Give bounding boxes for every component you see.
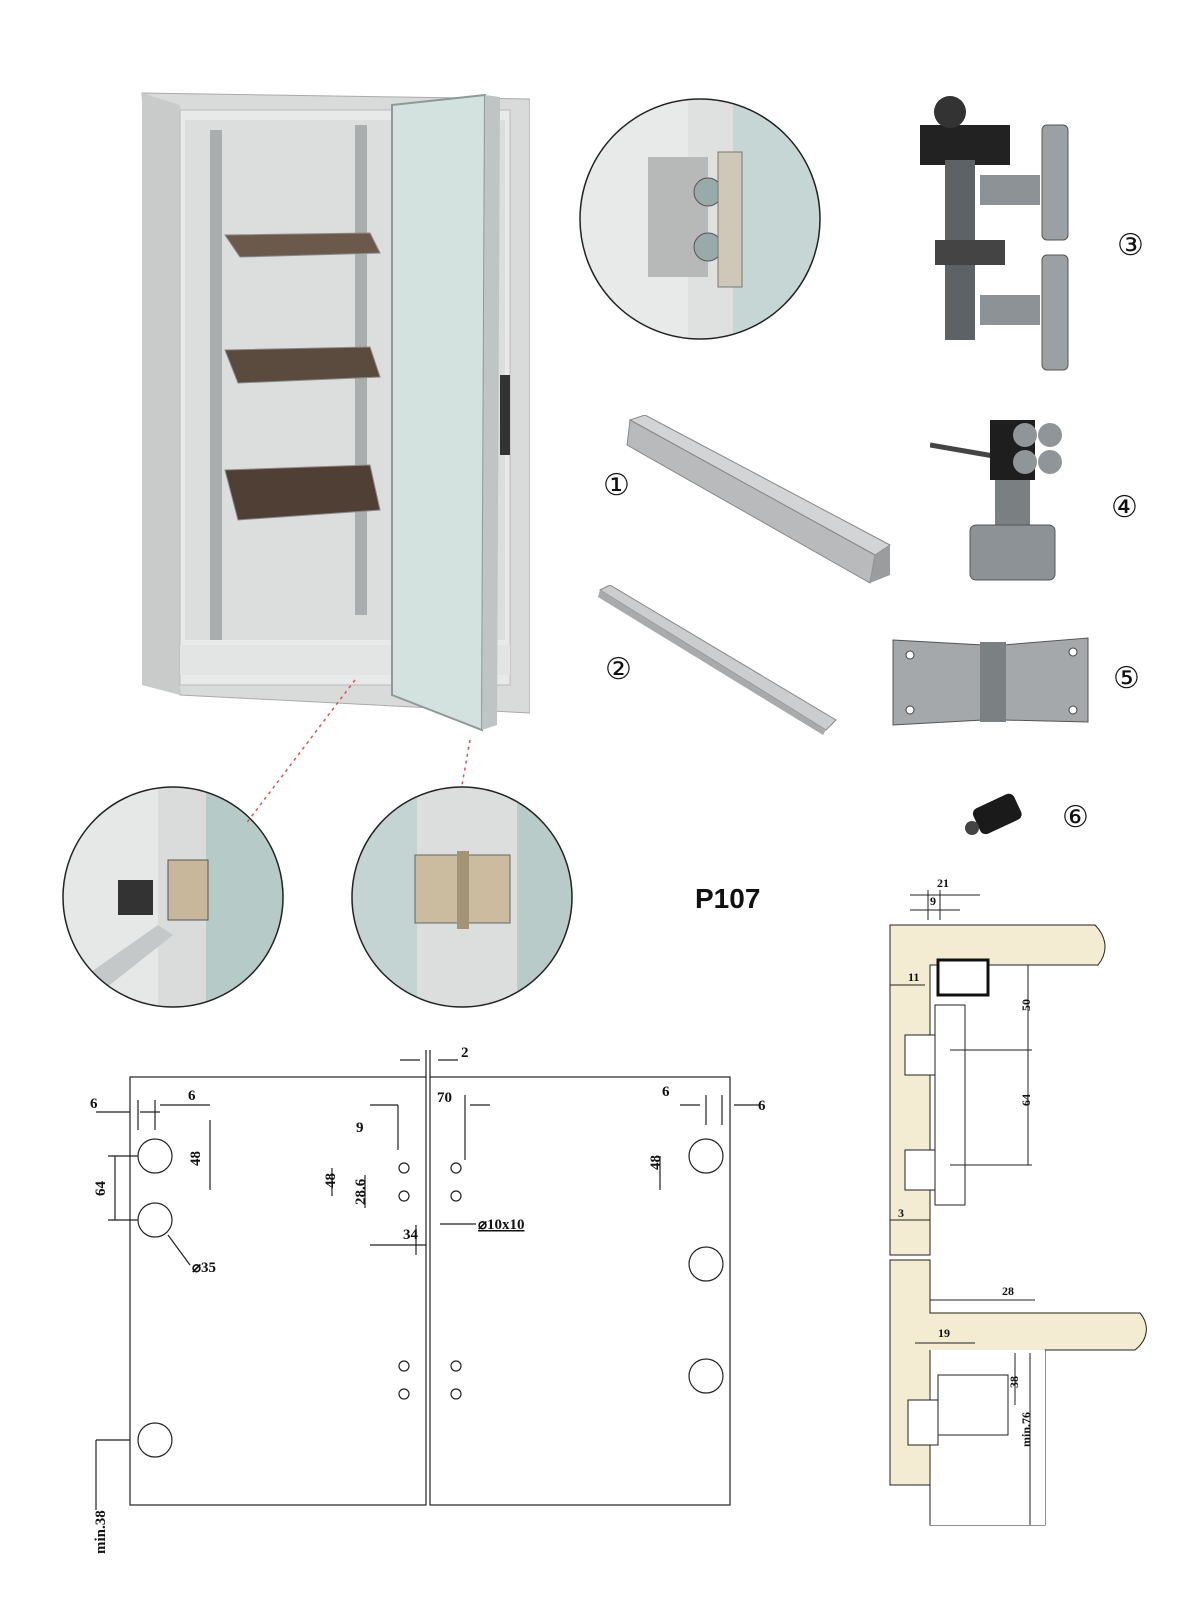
dim-v-64: 64: [1019, 1094, 1033, 1106]
dim-cup-pitch: 64: [93, 1181, 109, 1197]
part-1-top-rail: [626, 415, 891, 584]
part-4-roller-hinge: [930, 420, 1062, 581]
dim-v-38: 38: [1007, 1376, 1021, 1388]
dim-h-19: 19: [938, 1326, 950, 1340]
dim-side-11: 11: [908, 970, 919, 984]
dim-top-21: 21: [937, 876, 949, 890]
part-label-6: ⑥: [1062, 800, 1089, 835]
part-6-stopper: [965, 793, 1022, 835]
part-label-5: ⑤: [1113, 661, 1140, 696]
dim-min-bottom: min.38: [93, 1510, 109, 1554]
dim-right-cup-spacing: 48: [648, 1155, 664, 1170]
part-2-bottom-strip: [598, 585, 837, 735]
dim-cup-diameter: ⌀35: [192, 1260, 216, 1276]
dim-v-min76: min.76: [1019, 1412, 1033, 1447]
dim-top-9: 9: [930, 894, 936, 908]
dim-h-28: 28: [1002, 1284, 1014, 1298]
right-panel-outline: [429, 1076, 731, 1506]
dim-v-50: 50: [1019, 999, 1033, 1011]
part-label-2: ②: [605, 652, 632, 687]
cup-hole: [137, 1138, 173, 1174]
dim-hole-pitch-a: 48: [323, 1173, 339, 1188]
dim-right-cup-a: 6: [662, 1084, 670, 1100]
dim-top-offset: 9: [356, 1120, 364, 1136]
dim-hole-spacing: 34: [403, 1227, 419, 1243]
cabinet-illustration: [141, 92, 530, 732]
dim-hole-pitch-b: 28.6: [353, 1178, 369, 1205]
hinge-detail-bottom-right-circle: [351, 786, 573, 1008]
dim-right-offset: 70: [437, 1090, 452, 1106]
cup-hole: [137, 1422, 173, 1458]
hinge-detail-top-circle: [579, 98, 821, 340]
dim-bottom-3: 3: [898, 1206, 904, 1220]
dim-hole-spec: ⌀10x10: [478, 1217, 525, 1233]
model-code: P107: [695, 883, 761, 914]
dim-gap: 2: [461, 1045, 469, 1061]
hinge-detail-bottom-left-circle: [62, 786, 284, 1008]
section-drawing: 21 9 11 50 64 3 28 19 38 min.76: [889, 876, 1147, 1526]
dim-cup-offset: 6: [188, 1088, 196, 1104]
part-label-3: ③: [1117, 228, 1144, 263]
dim-right-cup-b: 6: [758, 1098, 766, 1114]
part-5-flat-hinge: [892, 637, 1089, 726]
part-3-hinge-assembly: [920, 96, 1069, 371]
dim-cup-spacing: 48: [188, 1151, 204, 1166]
panel-drilling-drawing: 2 6 6 48 64 ⌀35 9 48 28.6 34 70 ⌀10x10 6…: [90, 1045, 766, 1554]
cup-hole: [137, 1202, 173, 1238]
left-panel-outline: [129, 1076, 427, 1506]
part-label-1: ①: [603, 468, 630, 503]
part-label-4: ④: [1111, 490, 1138, 525]
dim-left-edge: 6: [90, 1096, 98, 1112]
